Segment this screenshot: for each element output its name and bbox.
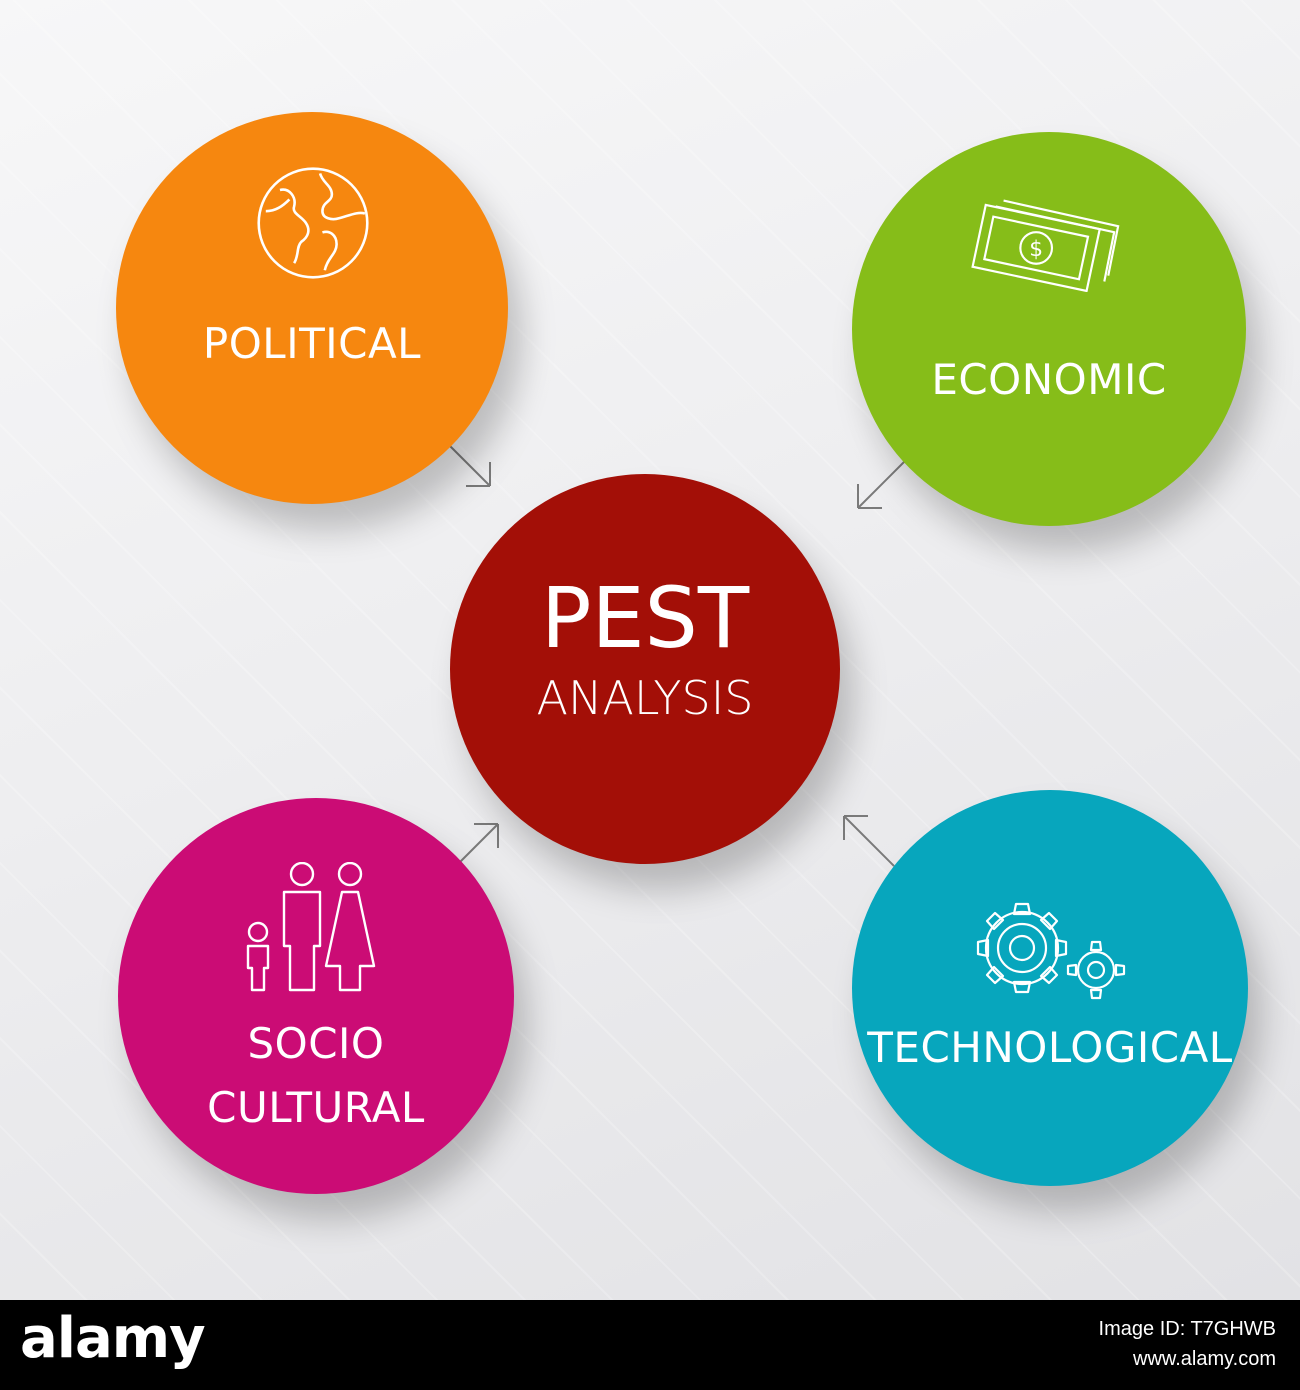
svg-text:$: $ bbox=[1029, 237, 1043, 262]
arrow-economic-to-center bbox=[852, 456, 910, 514]
money-icon: $ bbox=[970, 196, 1128, 292]
site-url: www.alamy.com bbox=[1133, 1348, 1276, 1370]
family-icon bbox=[238, 862, 382, 994]
gears-icon bbox=[970, 900, 1132, 1004]
footer-bar: alamy Image ID: T7GHWB www.alamy.com bbox=[0, 1300, 1300, 1390]
economic-node: $ ECONOMIC bbox=[852, 132, 1246, 526]
socio-cultural-node: SOCIO CULTURAL bbox=[118, 798, 514, 1194]
socio-label: SOCIO bbox=[247, 1019, 385, 1068]
technological-label: TECHNOLOGICAL bbox=[867, 1023, 1233, 1072]
economic-label: ECONOMIC bbox=[931, 355, 1167, 404]
technological-node: TECHNOLOGICAL bbox=[852, 790, 1248, 1186]
alamy-logo: alamy bbox=[20, 1306, 206, 1371]
pest-center-node: PEST ANALYSIS bbox=[450, 474, 840, 864]
cultural-label: CULTURAL bbox=[207, 1083, 425, 1132]
diagram-canvas: POLITICAL $ ECONOMIC PEST ANALYSIS bbox=[0, 0, 1300, 1300]
political-node: POLITICAL bbox=[116, 112, 508, 504]
footer-info: Image ID: T7GHWB www.alamy.com bbox=[1099, 1314, 1276, 1374]
image-id: Image ID: T7GHWB bbox=[1098, 1318, 1276, 1340]
arrow-technological-to-center bbox=[838, 810, 898, 870]
globe-icon bbox=[254, 164, 372, 282]
pest-subtitle: ANALYSIS bbox=[536, 671, 754, 725]
political-label: POLITICAL bbox=[202, 319, 422, 368]
pest-title: PEST bbox=[540, 569, 750, 667]
